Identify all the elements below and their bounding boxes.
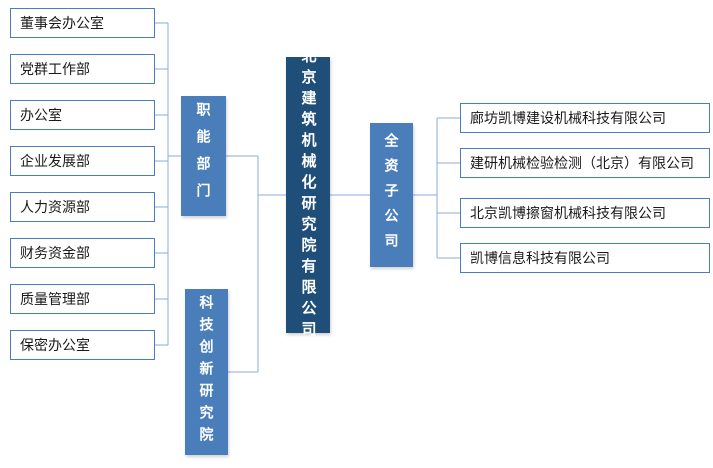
functional-departments-box: 职能部门 xyxy=(181,96,226,216)
subsidiary-box: 建研机械检验检测（北京）有限公司 xyxy=(460,148,710,178)
subsidiary-box: 北京凯博擦窗机械科技有限公司 xyxy=(460,198,710,228)
dept-box: 董事会办公室 xyxy=(10,8,155,38)
subsidiary-box: 廊坊凯博建设机械科技有限公司 xyxy=(460,103,710,133)
root-company-box: 北京建筑机械化研究院有限公司 xyxy=(286,48,330,342)
dept-box: 党群工作部 xyxy=(10,54,155,84)
subsidiaries-label: 全资子公司 xyxy=(383,132,400,258)
institute-box: 科技创新研究院 xyxy=(185,289,228,455)
dept-box: 企业发展部 xyxy=(10,146,155,176)
institute-label: 科技创新研究院 xyxy=(198,295,215,449)
dept-box: 财务资金部 xyxy=(10,238,155,268)
subsidiary-box: 凯博信息科技有限公司 xyxy=(460,243,710,273)
root-company-label: 北京建筑机械化研究院有限公司 xyxy=(299,48,317,342)
subsidiaries-box: 全资子公司 xyxy=(370,123,413,267)
dept-box: 办公室 xyxy=(10,100,155,130)
dept-box: 保密办公室 xyxy=(10,330,155,360)
functional-departments-label: 职能部门 xyxy=(195,102,212,210)
dept-box: 质量管理部 xyxy=(10,284,155,314)
dept-box: 人力资源部 xyxy=(10,192,155,222)
